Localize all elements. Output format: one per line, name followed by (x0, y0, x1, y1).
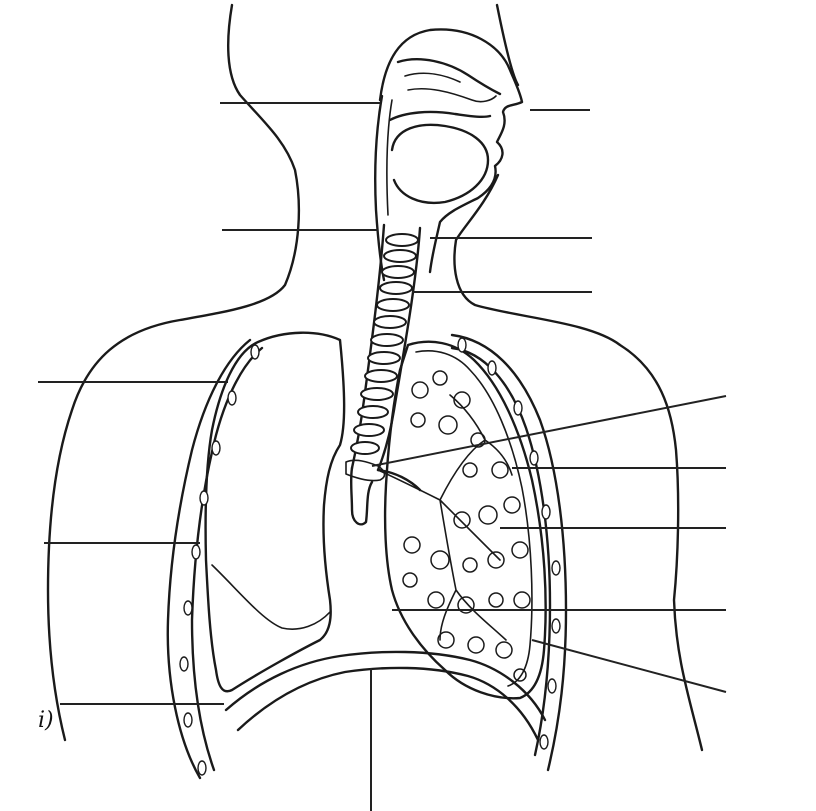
alveolus (492, 462, 508, 478)
rib-cross-section (184, 601, 192, 615)
trachea-right-wall (378, 228, 420, 470)
rib-cross-section (552, 561, 560, 575)
alveolus (479, 506, 497, 524)
tracheal-cartilage-ring (368, 352, 400, 364)
rib-cross-section (228, 391, 236, 405)
alveolus (463, 463, 477, 477)
alveolus (433, 371, 447, 385)
right-lung (378, 342, 546, 699)
rib-cross-section (488, 361, 496, 375)
alveolus (489, 593, 503, 607)
left-lung (206, 333, 345, 692)
bronchi (346, 460, 420, 524)
rib-cross-section (212, 441, 220, 455)
rib-cross-section (200, 491, 208, 505)
tracheal-cartilage-ring (351, 442, 379, 454)
alveolus (504, 497, 520, 513)
alveolus (514, 592, 530, 608)
rib-cross-section (552, 619, 560, 633)
alveolus (403, 573, 417, 587)
alveolus (488, 552, 504, 568)
rib-cross-section (514, 401, 522, 415)
alveolus (412, 382, 428, 398)
tracheal-cartilage-ring (361, 388, 393, 400)
tracheal-cartilage-ring (382, 266, 414, 278)
left-chest-wall-outer (168, 340, 250, 778)
tracheal-cartilage-ring (386, 234, 418, 246)
alveolus (468, 637, 484, 653)
tracheal-cartilage-ring (377, 299, 409, 311)
alveolus (431, 551, 449, 569)
rib-cross-section (542, 505, 550, 519)
diaphragm-lower (238, 668, 538, 740)
figure-marker: i) (38, 708, 54, 733)
tracheal-cartilage-ring (371, 334, 403, 346)
left-chest-wall (168, 340, 262, 778)
alveolus (514, 669, 526, 681)
rib-cross-section (251, 345, 259, 359)
trachea (351, 225, 420, 470)
alveolus (404, 537, 420, 553)
pharynx-wall-inner (387, 100, 392, 215)
nasal-turbinates (405, 73, 496, 101)
right-lung-outline (385, 342, 546, 699)
rib-cross-section (198, 761, 206, 775)
rib-cross-section (540, 735, 548, 749)
diaphragm-upper (226, 652, 545, 720)
rib-cross-section (530, 451, 538, 465)
alveolus (428, 592, 444, 608)
left-chest-wall-inner (192, 348, 262, 770)
left-lung-fissure (212, 565, 330, 629)
tracheal-cartilage-ring (358, 406, 388, 418)
alveolus (463, 558, 477, 572)
alveolus (411, 413, 425, 427)
label-line-lung (532, 640, 726, 692)
left-lung-outline (206, 333, 345, 692)
rib-cross-section (548, 679, 556, 693)
alveolus (454, 512, 470, 528)
rib-cross-section (184, 713, 192, 727)
body-outline-left (48, 5, 299, 740)
alveolus (496, 642, 512, 658)
alveolus (439, 416, 457, 434)
bronchial-branches (378, 395, 512, 640)
body-outline-right (454, 5, 702, 750)
oral-cavity (392, 125, 488, 203)
tracheal-cartilage-ring (380, 282, 412, 294)
tracheal-cartilage-ring (374, 316, 406, 328)
alveolus (512, 542, 528, 558)
rib-cross-section (180, 657, 188, 671)
palate (390, 112, 490, 120)
rib-cross-section (458, 338, 466, 352)
right-chest-wall (452, 335, 566, 770)
tracheal-cartilage-ring (354, 424, 384, 436)
tracheal-cartilage-ring (365, 370, 397, 382)
rib-cross-section (192, 545, 200, 559)
tracheal-cartilage-ring (384, 250, 416, 262)
